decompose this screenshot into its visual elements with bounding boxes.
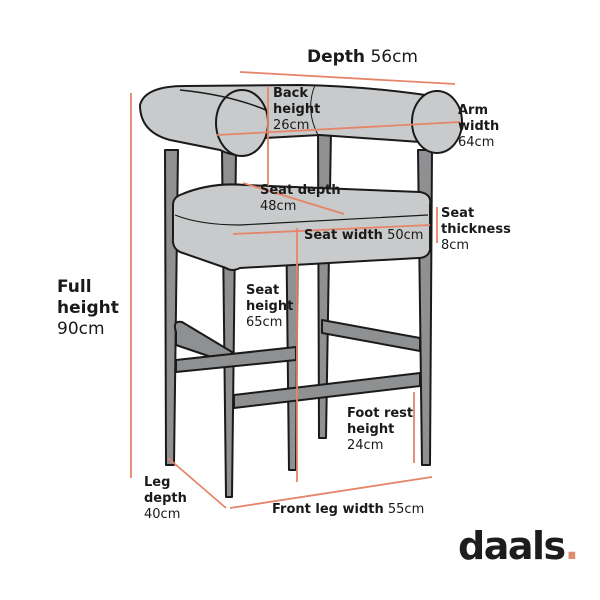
seat-width-label: Seat width 50cm xyxy=(304,228,424,243)
seat-thickness-label: Seat thickness 8cm xyxy=(441,206,511,253)
dimension-lines xyxy=(130,71,461,509)
arm-width-label: Arm width 64cm xyxy=(458,103,500,150)
seat-depth-label: Seat depth 48cm xyxy=(260,183,341,214)
back-height-label: Back height 26cm xyxy=(273,86,321,133)
logo-dot: . xyxy=(564,524,579,568)
seat-height-label: Seat height 65cm xyxy=(246,283,294,330)
backrest xyxy=(138,83,463,157)
foot-rest-height-label: Foot rest height 24cm xyxy=(347,406,414,453)
depth-label: Depth 56cm xyxy=(307,47,418,67)
seat-cushion xyxy=(171,183,432,271)
full-height-label: Full height 90cm xyxy=(57,277,119,339)
leg-depth-label: Leg depth 40cm xyxy=(144,475,187,522)
daals-logo: daals. xyxy=(458,524,579,568)
logo-text: daals xyxy=(458,524,566,568)
front-leg-width-label: Front leg width 55cm xyxy=(272,502,425,517)
